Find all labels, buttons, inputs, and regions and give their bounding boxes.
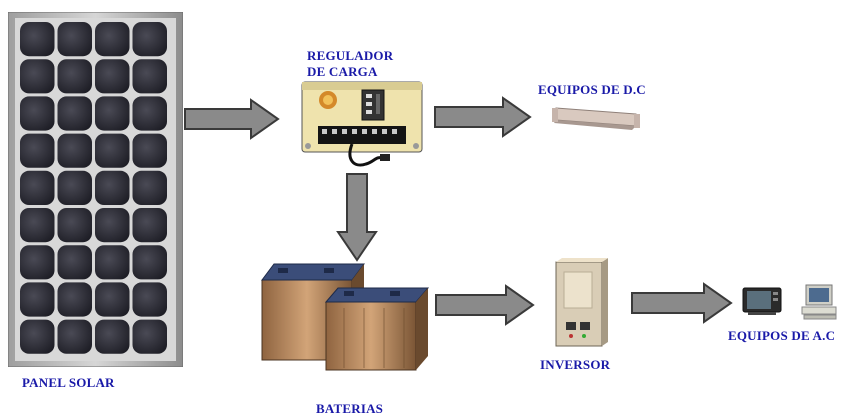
panel-solar-label: PANEL SOLAR <box>22 375 115 390</box>
solar-cell <box>57 22 92 57</box>
solar-cell <box>132 133 167 168</box>
solar-cell <box>57 133 92 168</box>
solar-cell <box>95 22 130 57</box>
solar-cell <box>132 170 167 205</box>
solar-cell <box>20 96 55 131</box>
solar-cell <box>95 170 130 205</box>
solar-cell <box>95 59 130 94</box>
solar-cell <box>20 133 55 168</box>
fluorescent-lamp-icon <box>552 107 640 130</box>
solar-cell <box>20 170 55 205</box>
solar-cell <box>57 282 92 317</box>
inversor-label: INVERSOR <box>540 357 611 372</box>
solar-cell <box>132 59 167 94</box>
computer-icon <box>801 284 837 320</box>
equipos-ac-label: EQUIPOS DE A.C <box>728 328 836 343</box>
arrow-batteries-to-inverter <box>435 284 535 326</box>
solar-cell <box>57 208 92 243</box>
baterias-label: BATERIAS <box>316 401 384 416</box>
inverter <box>552 258 612 350</box>
solar-cell <box>57 96 92 131</box>
charge-regulator <box>298 80 426 172</box>
tv-icon <box>742 287 782 315</box>
solar-cell <box>132 245 167 280</box>
solar-cell <box>95 208 130 243</box>
charge-regulator-icon <box>301 81 423 167</box>
solar-cell <box>57 170 92 205</box>
solar-panel-icon <box>8 12 183 367</box>
ac-equipment <box>742 284 842 324</box>
solar-cell <box>95 282 130 317</box>
inverter-icon <box>555 258 608 347</box>
solar-cell <box>20 319 55 354</box>
solar-cell <box>132 208 167 243</box>
solar-cell <box>20 245 55 280</box>
solar-cell <box>57 245 92 280</box>
solar-cell <box>20 208 55 243</box>
solar-cell <box>20 59 55 94</box>
dc-equipment <box>550 100 642 136</box>
battery-icon <box>261 263 430 371</box>
solar-cell <box>95 96 130 131</box>
arrow-regulator-to-batteries <box>336 173 378 262</box>
solar-cell <box>57 59 92 94</box>
solar-cell <box>95 319 130 354</box>
batteries <box>254 258 434 373</box>
solar-cell <box>132 96 167 131</box>
solar-cell <box>95 133 130 168</box>
solar-cell <box>132 282 167 317</box>
solar-panel <box>8 12 183 367</box>
solar-cell <box>95 245 130 280</box>
arrow-inverter-to-ac <box>631 282 733 324</box>
solar-cell <box>57 319 92 354</box>
regulador-label-line2: DE CARGA <box>307 64 378 79</box>
regulador-label-line1: REGULADOR <box>307 48 394 63</box>
arrow-panel-to-regulator <box>184 98 280 140</box>
equipos-dc-label: EQUIPOS DE D.C <box>538 82 646 97</box>
solar-cell <box>20 22 55 57</box>
arrow-regulator-to-dc <box>434 96 532 138</box>
solar-cell <box>132 22 167 57</box>
solar-cell <box>132 319 167 354</box>
solar-cell <box>20 282 55 317</box>
